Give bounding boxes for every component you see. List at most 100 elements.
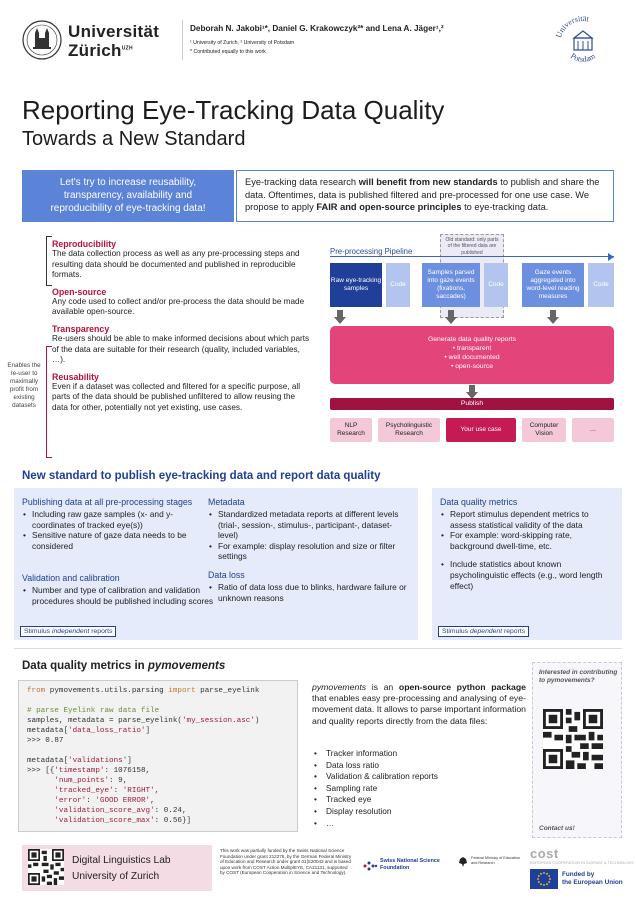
uzh-name-line1: Universität (68, 22, 160, 41)
metadata-title: Metadata (208, 497, 245, 507)
lab-name: Digital Linguistics Lab (72, 855, 171, 866)
uzh-seal-icon (22, 20, 62, 60)
principle-title: Reproducibility (52, 239, 117, 249)
dataloss-list: Ratio of data loss due to blinks, hardwa… (208, 582, 408, 603)
pipeline-label: Pre-processing Pipeline (330, 247, 413, 256)
dq-box-title: Generate data quality reports (427, 336, 517, 343)
code-example: from pymovements.utils.parsing import pa… (18, 680, 298, 832)
funding-note: This work was partially funded by the Sw… (220, 848, 352, 876)
list-item: Sensitive nature of gaze data needs to b… (23, 530, 208, 551)
list-item: Number and type of calibration and valid… (23, 585, 218, 606)
bracket-transparency-reusability (46, 346, 52, 458)
pymovements-heading: Data quality metrics in pymovements (22, 660, 226, 672)
list-item: Tracker information (314, 748, 438, 760)
use-case-computer-vision: Computer Vision (522, 418, 566, 442)
list-item: Include statistics about known psycholin… (441, 559, 616, 591)
eagle-icon (459, 857, 467, 867)
list-item: Data loss ratio (314, 760, 438, 772)
contribution-note: * Contributed equally to this work (190, 49, 266, 55)
cost-logo: cost (530, 846, 559, 861)
poster-title: Reporting Eye-Tracking Data Quality (22, 95, 445, 125)
principle-text: Re-users should be able to make informed… (52, 333, 310, 365)
authors: Deborah N. Jakobi¹*, Daniel G. Krakowczy… (190, 24, 444, 33)
principle-title: Transparency (52, 323, 110, 334)
arrow-down-icon (445, 310, 457, 324)
contact-us: Contact us! (539, 825, 575, 832)
contribute-question: Interested in contributing to pymovement… (539, 669, 618, 685)
gaze-events-box: Samples parsed into gaze events (fixatio… (422, 263, 480, 307)
list-item: Display resolution (314, 806, 438, 818)
arrow-down-icon (334, 310, 346, 324)
code-box: Code (386, 263, 410, 307)
publishing-title: Publishing data at all pre-processing st… (22, 497, 193, 507)
dq-metrics-panel: Data quality metrics Report stimulus dep… (432, 488, 622, 640)
use-case-more: … (572, 418, 614, 442)
enables-note: Enables the re-user to maximally profit … (7, 362, 41, 409)
svg-text:Potsdam: Potsdam (569, 51, 598, 64)
list-item: Ratio of data loss due to blinks, hardwa… (209, 582, 408, 603)
metadata-list: Standardized metadata reports at differe… (208, 509, 408, 562)
principle-text: The data collection process as well as a… (52, 249, 300, 280)
section-divider (14, 648, 622, 649)
intro-text: Eye-tracking data research will benefit … (236, 170, 614, 222)
header-divider (182, 20, 183, 60)
arrow-down-icon (466, 385, 478, 399)
code-box: Code (588, 263, 614, 307)
poster-subtitle: Towards a New Standard (22, 128, 246, 150)
bmbf-name: Federal Ministry of Education and Resear… (471, 856, 521, 865)
dq-item: • transparent (452, 345, 492, 352)
use-case-yours: Your use case (446, 418, 516, 442)
new-standard-panel: Publishing data at all pre-processing st… (14, 488, 418, 640)
reading-measures-box: Gaze events aggregated into word-level r… (522, 263, 584, 307)
eu-flag-icon (530, 869, 558, 889)
list-item: Validation & calibration reports (314, 771, 438, 783)
new-standard-heading: New standard to publish eye-tracking dat… (22, 470, 381, 482)
list-item: Report stimulus dependent metrics to ass… (441, 509, 616, 530)
list-item: … (314, 818, 438, 830)
principle-title: Reusability (52, 371, 99, 382)
publish-bar: Publish (330, 398, 614, 410)
use-case-psycholinguistic: Psycholinguistic Research (378, 418, 440, 442)
code-box: Code (484, 263, 508, 307)
list-item: Tracked eye (314, 794, 438, 806)
lab-badge: Digital Linguistics Lab University of Zu… (22, 845, 212, 891)
list-item: Sampling rate (314, 783, 438, 795)
bmbf-logo: Federal Ministry of Education and Resear… (458, 856, 524, 880)
affiliations: ¹ University of Zurich, ² University of … (190, 40, 295, 46)
principle-title: Open-source (52, 286, 107, 297)
contribute-panel: Interested in contributing to pymovement… (532, 662, 622, 838)
validation-list: Number and type of calibration and valid… (22, 585, 218, 606)
dq-metrics-title: Data quality metrics (440, 497, 518, 507)
intro-callout: Let's try to increase reusability, trans… (22, 170, 234, 222)
dq-item: • well documented (444, 354, 500, 361)
principle-text: Any code used to collect and/or pre-proc… (52, 296, 305, 317)
use-case-nlp: NLP Research (330, 418, 372, 442)
dataloss-title: Data loss (208, 570, 245, 580)
qr-code-icon[interactable] (543, 709, 603, 769)
principles-list: Reproducibility The data collection proc… (52, 235, 312, 459)
lab-university: University of Zurich (72, 871, 160, 882)
cost-subtitle: EUROPEAN COOPERATION IN SCIENCE & TECHNO… (530, 861, 635, 865)
publishing-list: Including raw gaze samples (x- and y-coo… (22, 509, 208, 551)
list-item: Including raw gaze samples (x- and y-coo… (23, 509, 208, 530)
validation-title: Validation and calibration (22, 573, 120, 583)
stimulus-dependent-badge: Stimulus dependent reports (438, 626, 530, 637)
uzh-logo: Universität ZürichUZH (22, 18, 170, 62)
pymovements-description: pymovements is an open-source python pac… (312, 682, 526, 726)
uzh-name-line2: ZürichUZH (68, 41, 133, 60)
pymovements-features: Tracker information Data loss ratio Vali… (314, 748, 438, 829)
potsdam-text-bottom: Potsdam (569, 51, 598, 64)
potsdam-text-top: Universität (554, 14, 590, 39)
arrow-down-icon (547, 310, 559, 324)
principle-text: Even if a dataset was collected and filt… (52, 381, 301, 412)
stimulus-independent-badge: Stimulus independent reports (20, 626, 117, 637)
svg-text:Universität: Universität (554, 14, 590, 39)
qr-code-icon[interactable] (28, 849, 64, 885)
arrow-right-icon (608, 253, 614, 261)
raw-samples-box: Raw eye-tracking samples (330, 263, 382, 307)
potsdam-logo-icon: Universität Potsdam (554, 14, 598, 64)
bracket-reproducibility (46, 236, 52, 286)
dq-metrics-list: Report stimulus dependent metrics to ass… (440, 509, 616, 591)
snsf-name: Swiss National Science Foundation (380, 858, 440, 871)
